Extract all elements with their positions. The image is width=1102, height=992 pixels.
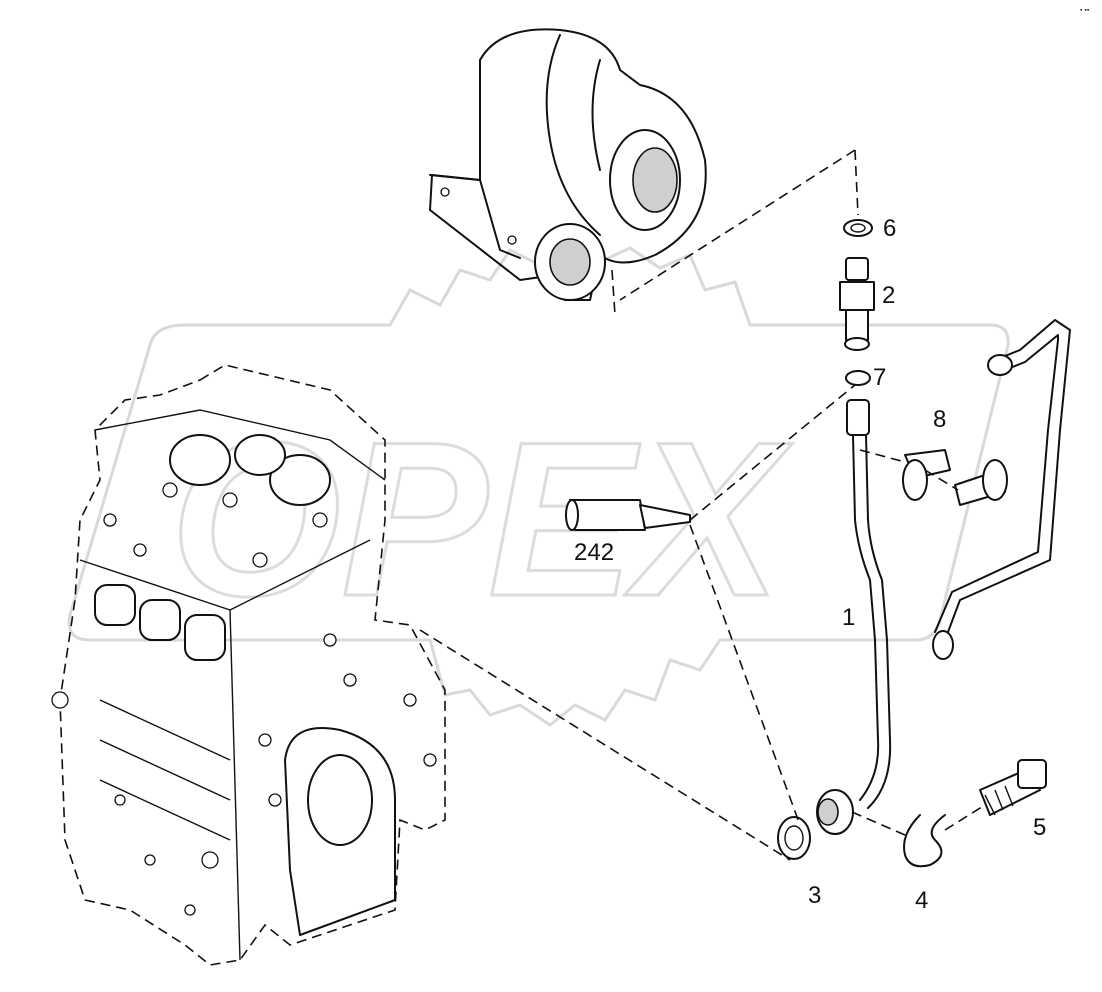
part-6-seal-washer <box>843 219 873 237</box>
callout-5: 5 <box>1033 814 1046 841</box>
corner-mark: ▪ ▪▪ <box>1080 7 1090 14</box>
callout-1: 1 <box>842 604 855 631</box>
part-1-oil-pipe <box>816 399 892 835</box>
part-4-clip <box>903 814 946 868</box>
watermark-text: OPEX <box>170 396 793 642</box>
return-pipe <box>932 319 1071 660</box>
part-242-sensor <box>565 499 691 531</box>
turbocharger <box>429 28 707 316</box>
callout-2: 2 <box>882 282 895 309</box>
part-3-gasket <box>777 816 811 860</box>
engine-block <box>51 364 446 966</box>
callout-4: 4 <box>915 887 928 914</box>
callout-7: 7 <box>873 364 886 391</box>
callout-8: 8 <box>933 406 946 433</box>
callout-6: 6 <box>883 215 896 242</box>
part-7-washer <box>845 370 871 386</box>
callout-3: 3 <box>808 882 821 909</box>
part-8-clamps <box>902 449 1008 506</box>
callout-242: 242 <box>574 539 614 566</box>
part-2-union-fitting <box>839 257 875 351</box>
part-5-bolt <box>979 759 1047 816</box>
